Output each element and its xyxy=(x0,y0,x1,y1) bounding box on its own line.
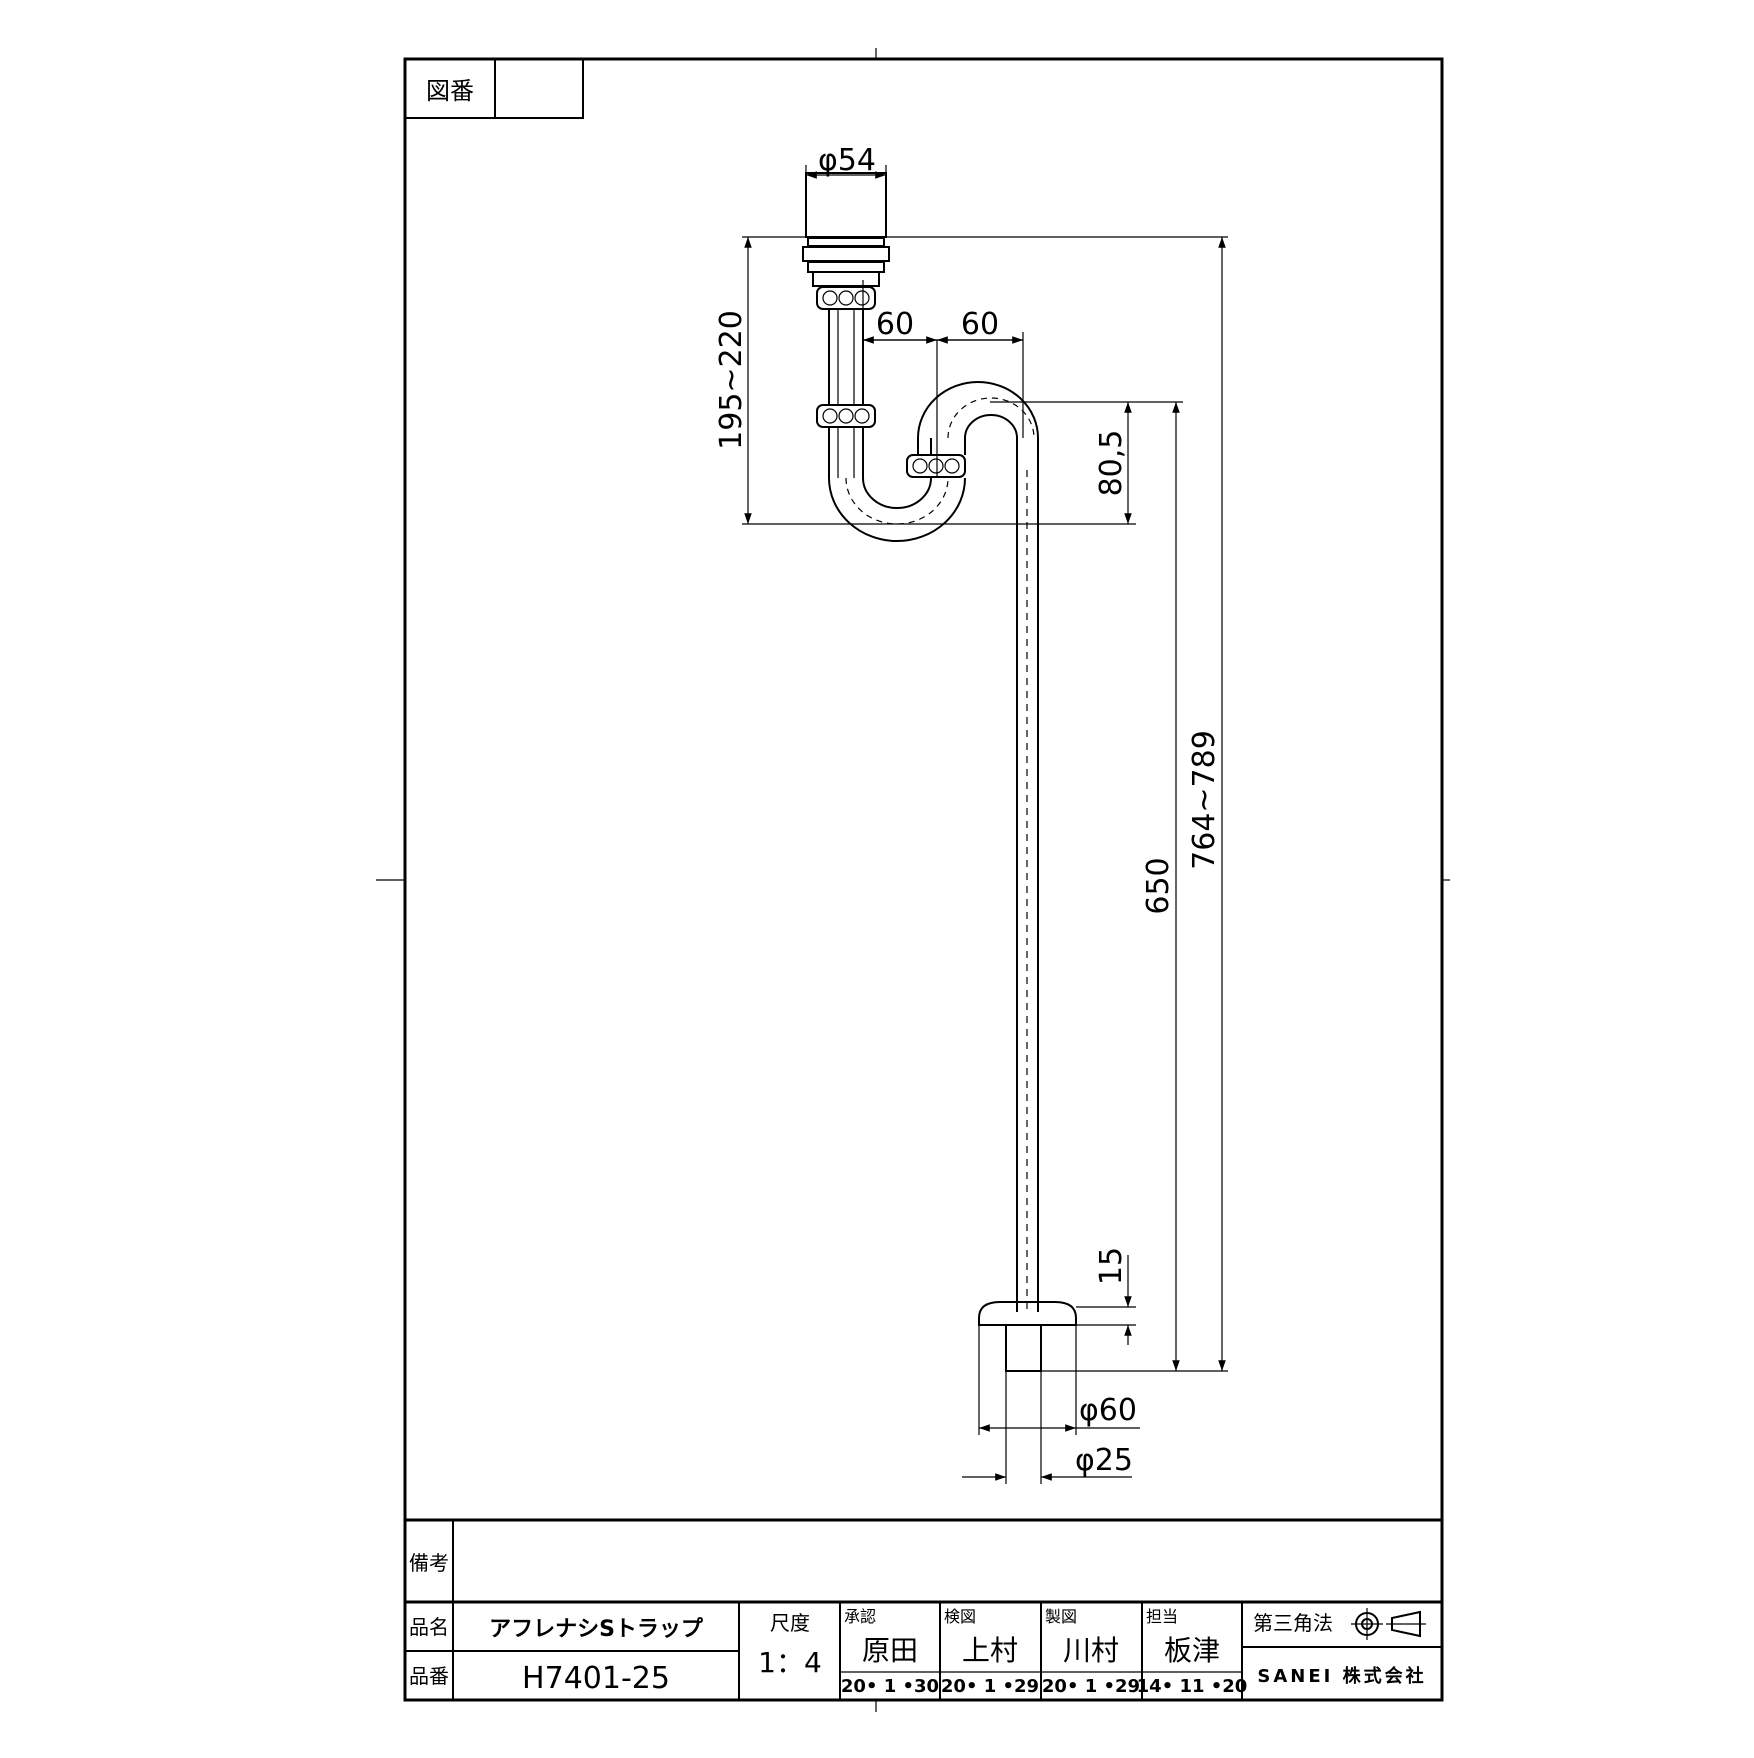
third-angle-projection-icon xyxy=(1351,1608,1426,1640)
drawing-number-box: 図番 xyxy=(404,58,584,119)
charge-date: 14• 11 •20 xyxy=(1137,1676,1248,1697)
dim-offset-b: 60 xyxy=(961,307,999,342)
product-number-label: 品番 xyxy=(409,1664,449,1688)
company-name: SANEI 株式会社 xyxy=(1257,1665,1426,1687)
checked-date: 20• 1 •29 xyxy=(941,1676,1039,1697)
approved-name: 原田 xyxy=(862,1634,918,1667)
dimension-labels: φ54 60 60 195~220 80,5 764~789 650 15 φ6… xyxy=(714,143,1222,1478)
scale-value: 1：4 xyxy=(758,1646,822,1679)
checked-name: 上村 xyxy=(962,1634,1018,1667)
s-trap-part xyxy=(802,172,1077,1372)
base-cap xyxy=(978,1301,1077,1326)
dim-pipe-length: 650 xyxy=(1141,857,1176,914)
charge-label: 担当 xyxy=(1146,1607,1178,1626)
drawing-number-label: 図番 xyxy=(426,77,474,105)
outlet-tail xyxy=(1005,1324,1042,1372)
dimension-lines xyxy=(742,165,1228,1484)
dim-base-height: 15 xyxy=(1094,1247,1129,1285)
dim-inlet-height: 195~220 xyxy=(714,310,749,450)
flange-ring-lower xyxy=(807,261,885,273)
remarks-label: 備考 xyxy=(409,1551,449,1575)
charge-name: 板津 xyxy=(1164,1634,1220,1667)
checked-label: 検図 xyxy=(944,1607,976,1626)
product-number: H7401-25 xyxy=(522,1661,670,1696)
product-name: アフレナシSトラップ xyxy=(489,1617,704,1642)
dim-base-diameter: φ60 xyxy=(1079,1393,1137,1428)
top-cap xyxy=(805,172,887,238)
trap-nut xyxy=(906,454,966,478)
product-name-label: 品名 xyxy=(409,1615,449,1639)
drawn-date: 20• 1 •29 xyxy=(1042,1676,1140,1697)
dim-pipe-diameter: φ25 xyxy=(1075,1443,1133,1478)
flange-ring xyxy=(807,237,885,247)
flange-body xyxy=(812,271,880,287)
sheet-frame xyxy=(376,48,1450,1712)
drawn-label: 製図 xyxy=(1045,1607,1077,1626)
middle-nut xyxy=(816,404,876,428)
top-nut xyxy=(816,286,876,310)
approved-date: 20• 1 •30 xyxy=(841,1676,939,1697)
dim-total-height: 764~789 xyxy=(1187,730,1222,870)
drawn-name: 川村 xyxy=(1063,1634,1119,1667)
dim-trap-depth: 80,5 xyxy=(1094,430,1129,497)
dim-offset-a: 60 xyxy=(876,307,914,342)
projection-label: 第三角法 xyxy=(1253,1611,1333,1635)
dim-top-diameter: φ54 xyxy=(818,143,876,178)
approved-label: 承認 xyxy=(844,1607,876,1626)
scale-label: 尺度 xyxy=(770,1611,810,1635)
flange-washer xyxy=(802,246,890,262)
title-block: 備考 品名 アフレナシSトラップ 品番 H7401-25 尺度 1：4 承認 原… xyxy=(405,1518,1442,1700)
